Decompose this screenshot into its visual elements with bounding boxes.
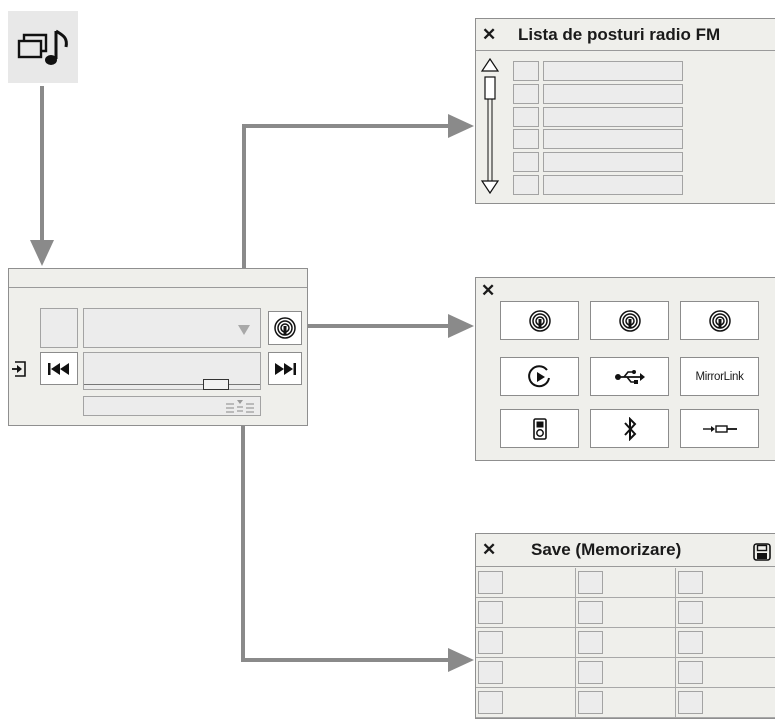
close-icon[interactable]: ✕ xyxy=(482,25,497,44)
close-icon[interactable]: ✕ xyxy=(481,281,496,300)
main-screen xyxy=(8,268,308,426)
arrow-main-to-save-panel xyxy=(241,400,474,672)
preset-slot-icon-box xyxy=(478,631,503,654)
preset-slot[interactable] xyxy=(576,628,676,658)
source-button-radio-am[interactable] xyxy=(680,301,759,340)
dropdown-arrow-icon[interactable] xyxy=(238,325,250,335)
scroll-down-icon xyxy=(480,180,500,195)
preset-slot-icon-box xyxy=(578,661,603,684)
station-row[interactable] xyxy=(543,152,683,173)
station-row[interactable] xyxy=(543,175,683,195)
media-source-music-icon xyxy=(17,29,68,65)
save-panel-header: ✕ Save (Memorizare) xyxy=(476,534,775,567)
radio-fm-icon xyxy=(528,309,551,332)
preset-slot-icon-box xyxy=(578,691,603,714)
preset-slot-icon-box xyxy=(478,691,503,714)
preset-slot[interactable] xyxy=(576,568,676,598)
preset-slot[interactable] xyxy=(476,598,576,628)
preset-info-bar[interactable] xyxy=(83,396,261,416)
bluetooth-icon xyxy=(623,416,636,441)
list-scrollbar[interactable] xyxy=(480,57,500,197)
preset-slot[interactable] xyxy=(476,628,576,658)
arrow-main-to-source-panel xyxy=(300,314,474,338)
presets-menu-icon[interactable] xyxy=(226,399,256,413)
preset-slot-icon-box xyxy=(478,571,503,594)
next-track-button[interactable] xyxy=(268,352,302,385)
preset-slot[interactable] xyxy=(576,658,676,688)
preset-slot[interactable] xyxy=(476,658,576,688)
scroll-up-icon xyxy=(480,57,500,72)
track-progress-area xyxy=(83,352,261,390)
station-row[interactable] xyxy=(543,83,683,104)
preset-slot[interactable] xyxy=(676,658,775,688)
source-select-button[interactable] xyxy=(268,311,302,345)
preset-slot-icon-box xyxy=(678,631,703,654)
arrow-main-to-radio-list xyxy=(242,114,474,312)
aux-jack-icon xyxy=(702,424,737,433)
station-logo-slot[interactable] xyxy=(513,175,539,195)
progress-track xyxy=(84,384,260,385)
preset-slot-icon-box xyxy=(578,601,603,624)
close-icon[interactable]: ✕ xyxy=(482,540,497,559)
preset-slot[interactable] xyxy=(476,688,576,718)
main-screen-divider xyxy=(9,287,307,288)
preset-slot[interactable] xyxy=(676,598,775,628)
preset-slot-icon-box xyxy=(678,601,703,624)
preset-slot-icon-box xyxy=(578,631,603,654)
preset-slot[interactable] xyxy=(476,568,576,598)
station-logo-slot[interactable] xyxy=(513,152,539,173)
ipod-icon xyxy=(532,417,547,440)
preset-slot-icon-box xyxy=(678,691,703,714)
preset-slot-icon-box xyxy=(678,571,703,594)
radio-am-icon xyxy=(708,309,731,332)
station-logo-slot[interactable] xyxy=(513,129,539,150)
preset-slot[interactable] xyxy=(676,688,775,718)
preset-slot-icon-box xyxy=(678,661,703,684)
radio-list-panel: ✕ Lista de posturi radio FM xyxy=(475,18,775,204)
source-button-aux[interactable] xyxy=(680,409,759,448)
source-button-mirrorlink[interactable]: MirrorLink xyxy=(680,357,759,396)
preset-slot[interactable] xyxy=(676,568,775,598)
save-presets-panel: ✕ Save (Memorizare) xyxy=(475,533,775,719)
next-track-icon xyxy=(275,362,296,375)
station-logo-slot[interactable] xyxy=(513,83,539,104)
preset-slot[interactable] xyxy=(676,628,775,658)
previous-track-icon xyxy=(48,362,69,375)
progress-slider-thumb[interactable] xyxy=(203,379,229,390)
station-row[interactable] xyxy=(543,61,683,81)
streaming-play-icon xyxy=(527,364,550,387)
source-select-panel: ✕ xyxy=(475,277,775,461)
mirrorlink-logo: MirrorLink xyxy=(695,370,744,383)
preset-slot[interactable] xyxy=(576,688,676,718)
preset-slot-icon-box xyxy=(478,601,503,624)
station-row[interactable] xyxy=(543,129,683,150)
radio-dab-icon xyxy=(618,309,641,332)
arrow-source-to-main xyxy=(30,86,54,266)
station-logo-slot[interactable] xyxy=(513,106,539,127)
panel-title: Save (Memorizare) xyxy=(531,540,682,559)
preset-slot-icon-box xyxy=(578,571,603,594)
station-row[interactable] xyxy=(543,106,683,127)
preset-slot[interactable] xyxy=(576,598,676,628)
source-button-ipod[interactable] xyxy=(500,409,579,448)
source-button-radio-dab[interactable] xyxy=(590,301,669,340)
source-button-usb[interactable] xyxy=(590,357,669,396)
station-logo-area xyxy=(40,308,78,348)
source-button-radio-fm[interactable] xyxy=(500,301,579,340)
save-disk-icon[interactable] xyxy=(753,543,771,561)
media-source-tile[interactable] xyxy=(8,11,78,83)
scroll-thumb xyxy=(484,76,496,100)
preset-slot-icon-box xyxy=(478,661,503,684)
source-button-bluetooth[interactable] xyxy=(590,409,669,448)
station-info-display[interactable] xyxy=(83,308,261,348)
source-button-streaming[interactable] xyxy=(500,357,579,396)
station-logo-slot[interactable] xyxy=(513,61,539,81)
back-icon[interactable] xyxy=(11,360,27,378)
source-select-icon xyxy=(274,317,296,339)
previous-track-button[interactable] xyxy=(40,352,78,385)
usb-icon xyxy=(614,369,645,384)
panel-title: Lista de posturi radio FM xyxy=(518,25,721,44)
radio-list-header: ✕ Lista de posturi radio FM xyxy=(476,19,775,51)
